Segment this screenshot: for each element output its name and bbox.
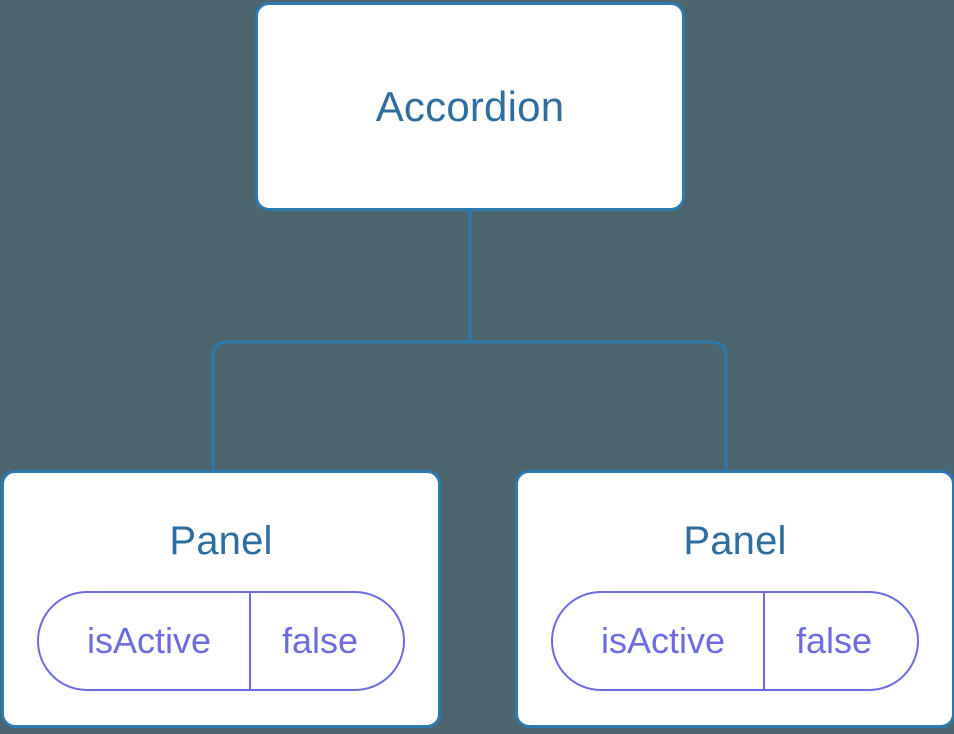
- prop-pill-isactive[interactable]: isActive false: [37, 591, 405, 691]
- edge-branch-left: [211, 340, 470, 472]
- prop-key: isActive: [553, 593, 765, 689]
- prop-value: false: [795, 620, 873, 661]
- node-accordion[interactable]: Accordion: [255, 2, 685, 211]
- prop-pill-isactive[interactable]: isActive false: [551, 591, 919, 691]
- node-title: Panel: [683, 519, 787, 563]
- edge-branch-right: [470, 340, 728, 472]
- node-panel[interactable]: Panel isActive false: [515, 470, 954, 728]
- node-title: Accordion: [375, 82, 565, 130]
- prop-value: false: [281, 620, 359, 661]
- node-title: Panel: [169, 519, 273, 563]
- node-panel[interactable]: Panel isActive false: [1, 470, 441, 728]
- prop-key: isActive: [39, 593, 251, 689]
